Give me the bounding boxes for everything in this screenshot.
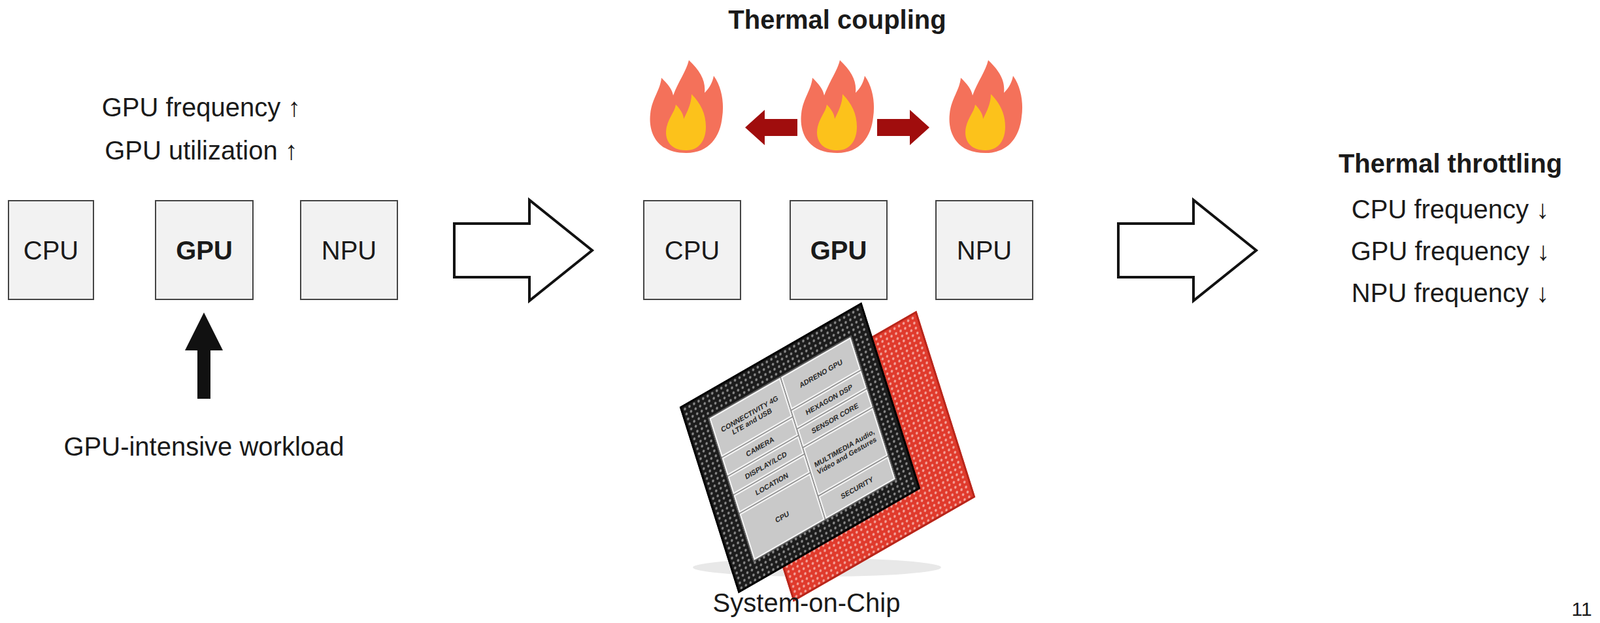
annotation-label: GPU utilization ↑ [104,135,299,166]
flow-arrow [454,200,593,301]
processor-box: CPU [7,200,95,300]
processor-label: CPU [23,235,79,265]
workload-arrow [184,312,223,399]
annotation-label: NPU frequency ↓ [1351,277,1550,308]
page-number: 11 [1571,598,1592,621]
processor-label: GPU [810,235,868,265]
processor-box: GPU [789,200,888,300]
annotation-label: System-on-Chip [713,587,901,618]
processor-box: CPU [643,200,742,300]
flame-icon [801,60,875,153]
heading-label: Thermal coupling [728,4,946,35]
processor-box: NPU [300,200,399,300]
processor-box: GPU [154,200,254,300]
heat-arrow [877,109,930,146]
processor-label: CPU [664,235,720,265]
annotation-label: CPU frequency ↓ [1351,194,1550,225]
annotation-label: GPU frequency ↓ [1350,235,1551,267]
chip-block-label: CPU [772,507,793,527]
annotation-label: GPU frequency ↑ [101,92,302,123]
flow-arrow [1118,200,1257,301]
flame-icon [650,60,724,153]
processor-label: NPU [321,235,377,265]
annotation-label: GPU-intensive workload [63,431,344,462]
flame-icon [949,60,1023,153]
heading-label: Thermal throttling [1338,148,1563,179]
processor-label: NPU [956,235,1012,265]
processor-label: GPU [175,235,233,265]
processor-box: NPU [935,200,1034,300]
heat-arrow [745,109,798,146]
